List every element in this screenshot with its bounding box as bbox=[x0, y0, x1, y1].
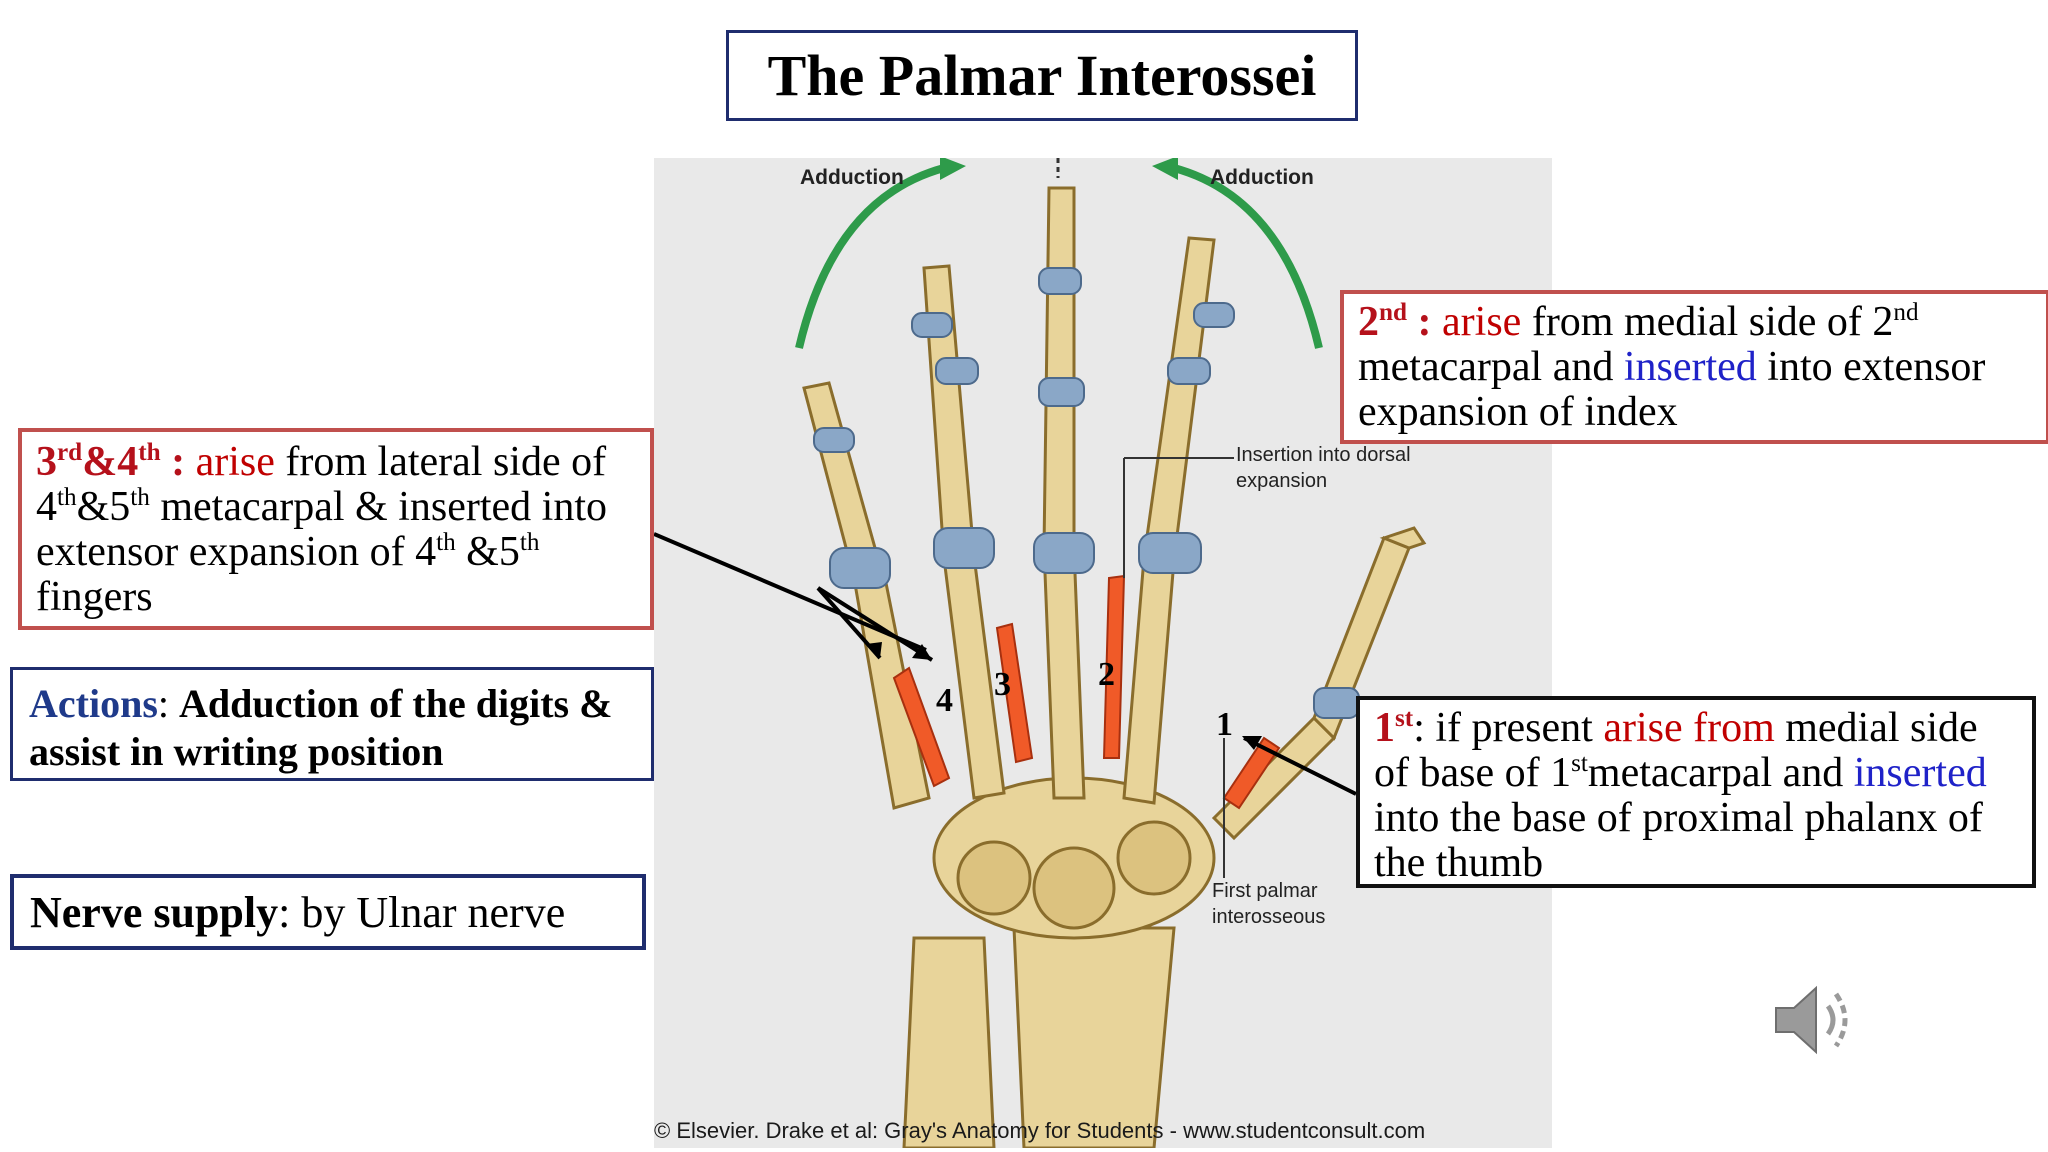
muscle-number-3: 3 bbox=[994, 666, 1011, 703]
first-palmar-interosseous-label: First palmar interosseous bbox=[1212, 880, 1326, 928]
second-interosseous-box: 2nd : arise from medial side of 2nd meta… bbox=[1340, 290, 2048, 444]
slide-title: The Palmar Interossei bbox=[726, 30, 1358, 121]
actions-text: Actions: Adduction of the digits & assis… bbox=[29, 681, 613, 774]
muscle-number-4: 4 bbox=[936, 682, 953, 719]
actions-description: Adduction of the digits & assist in writ… bbox=[29, 681, 613, 774]
speaker-icon[interactable] bbox=[1772, 980, 1864, 1060]
arise-highlight: arise bbox=[1442, 299, 1522, 345]
second-text: 2nd : arise from medial side of 2nd meta… bbox=[1358, 299, 1986, 435]
slide-title-text: The Palmar Interossei bbox=[767, 43, 1317, 108]
third-fourth-text: 3rd&4th : arise from lateral side of 4th… bbox=[36, 439, 608, 620]
third-fourth-interossei-box: 3rd&4th : arise from lateral side of 4th… bbox=[18, 428, 654, 630]
arise-highlight: arise bbox=[195, 439, 275, 485]
first-interosseous-box: 1st: if present arise from medial side o… bbox=[1356, 696, 2036, 888]
first-text: 1st: if present arise from medial side o… bbox=[1374, 705, 1987, 886]
figure-credit: © Elsevier. Drake et al: Gray's Anatomy … bbox=[654, 1118, 1426, 1143]
nerve-supply-text: Nerve supply: by Ulnar nerve bbox=[30, 890, 565, 935]
adduction-label-right: Adduction bbox=[1210, 166, 1314, 189]
nerve-supply-value: : by Ulnar nerve bbox=[278, 887, 566, 937]
muscle-number-2: 2 bbox=[1098, 656, 1115, 693]
actions-box: Actions: Adduction of the digits & assis… bbox=[10, 667, 654, 781]
inserted-highlight: inserted bbox=[1623, 344, 1757, 390]
nerve-supply-box: Nerve supply: by Ulnar nerve bbox=[10, 874, 646, 950]
arise-highlight: arise from bbox=[1603, 705, 1775, 751]
actions-label: Actions bbox=[29, 681, 158, 726]
insertion-dorsal-expansion-label: Insertion into dorsal expansion bbox=[1236, 444, 1411, 492]
inserted-highlight: inserted bbox=[1853, 750, 1987, 796]
adduction-label-left: Adduction bbox=[800, 166, 904, 189]
muscle-number-1: 1 bbox=[1216, 706, 1233, 743]
nerve-supply-label: Nerve supply bbox=[30, 887, 279, 937]
